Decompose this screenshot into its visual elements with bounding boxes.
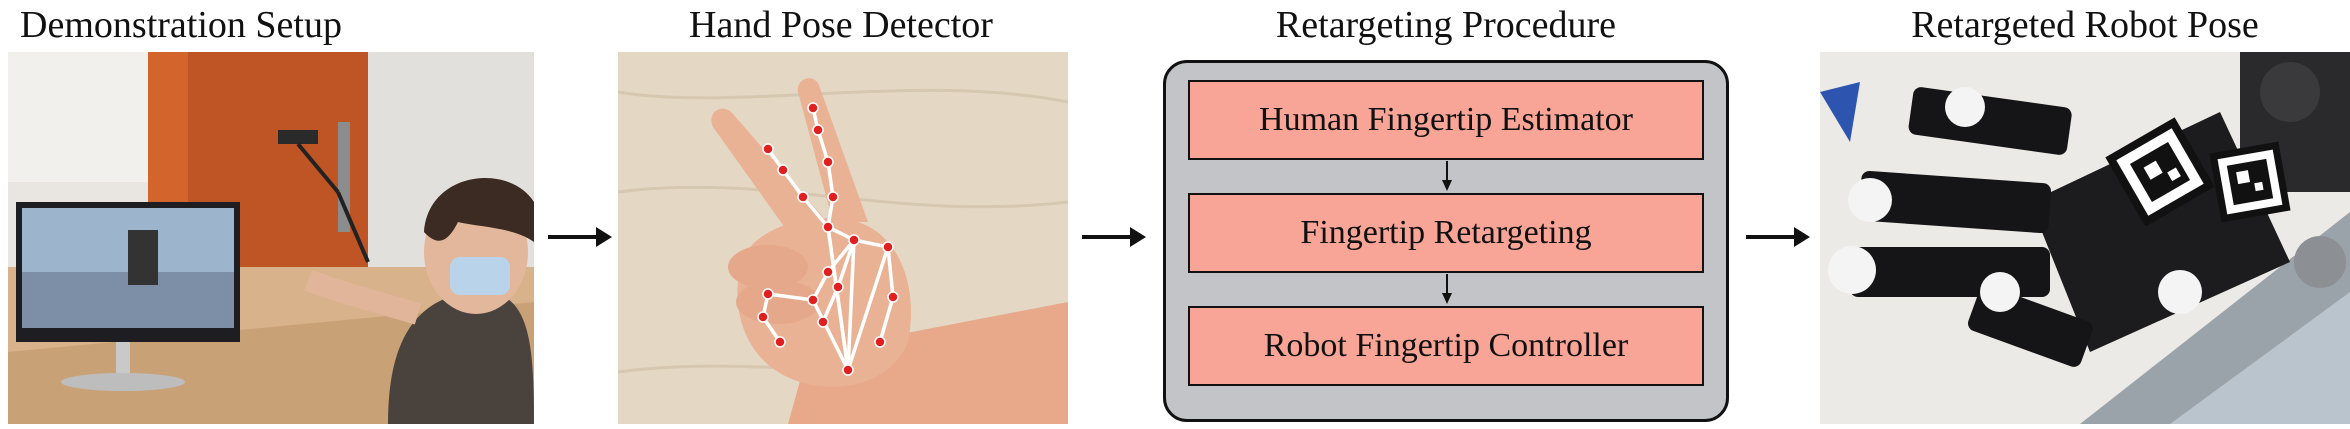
hand-pose-detector-photo (618, 52, 1068, 424)
step-arrow-1 (1442, 161, 1452, 191)
retargeting-procedure-box: Human Fingertip Estimator Fingertip Reta… (1163, 60, 1729, 422)
panel-title-demonstration-setup: Demonstration Setup (20, 4, 342, 46)
flow-arrow-1 (548, 222, 612, 252)
step-arrow-2 (1442, 274, 1452, 304)
retargeted-robot-pose-photo (1820, 52, 2350, 424)
panel-title-retargeting-procedure: Retargeting Procedure (1275, 4, 1617, 46)
step-fingertip-retargeting: Fingertip Retargeting (1188, 193, 1704, 273)
panel-title-hand-pose-detector: Hand Pose Detector (689, 4, 993, 46)
flow-arrow-3 (1746, 222, 1810, 252)
step-robot-fingertip-controller: Robot Fingertip Controller (1188, 306, 1704, 386)
panel-title-retargeted-robot-pose: Retargeted Robot Pose (1911, 4, 2259, 46)
step-human-fingertip-estimator: Human Fingertip Estimator (1188, 80, 1704, 160)
demonstration-setup-photo (8, 52, 534, 424)
flow-arrow-2 (1082, 222, 1146, 252)
